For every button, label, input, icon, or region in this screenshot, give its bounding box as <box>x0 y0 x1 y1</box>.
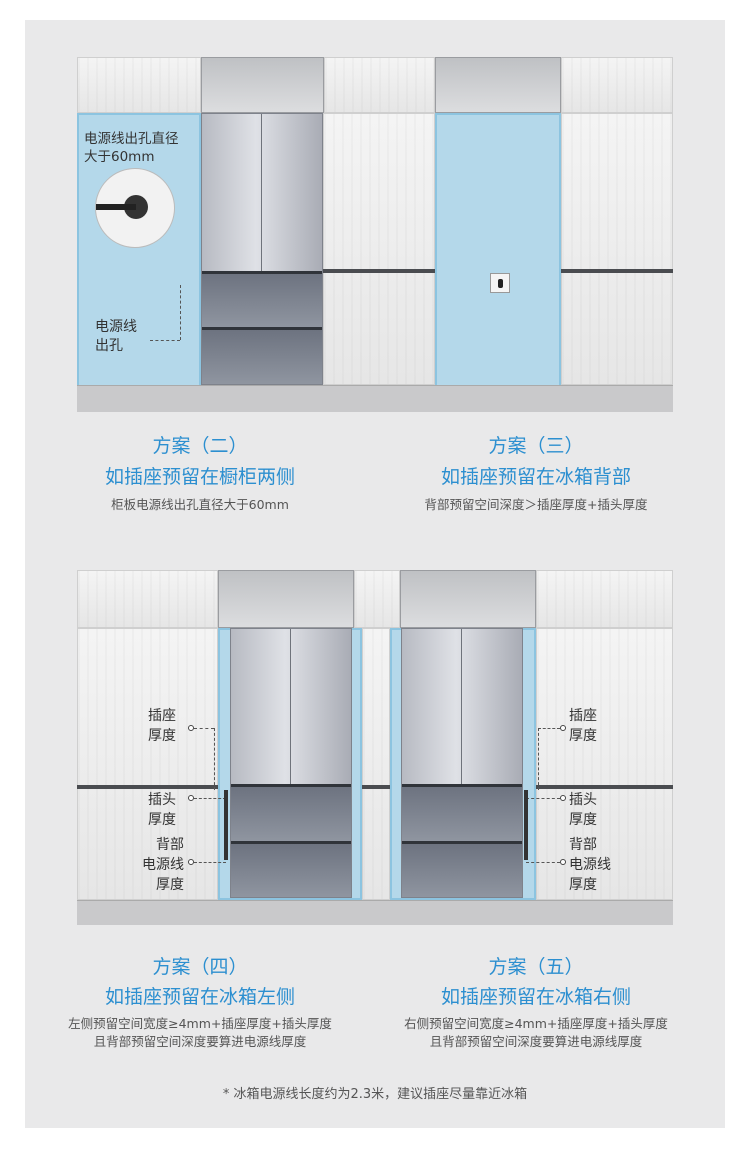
hole-size-label-1: 电源线出孔直径 <box>84 131 179 147</box>
plug-label-1-right: 插头 <box>569 792 597 808</box>
cabinet-side-niche <box>77 113 201 390</box>
plan-5-desc-2: 且背部预留空间深度要算进电源线厚度 <box>429 1034 643 1049</box>
cord-label-1-right: 背部 <box>569 837 597 853</box>
plan-2-title: 方案（二） <box>152 435 248 457</box>
plan-5-title: 方案（五） <box>488 956 584 978</box>
fridge-right <box>401 628 523 898</box>
hole-magnifier <box>95 168 175 248</box>
plug-label-2-right: 厚度 <box>569 812 597 828</box>
plan-3-title: 方案（三） <box>488 435 584 457</box>
socket-label-1-right: 插座 <box>569 708 597 724</box>
cord-label-3: 厚度 <box>156 877 184 893</box>
cord-label-1: 背部 <box>156 837 184 853</box>
fridge <box>201 113 323 385</box>
cord-label-3-right: 厚度 <box>569 877 597 893</box>
plan-4-title: 方案（四） <box>152 956 248 978</box>
plug-label-1: 插头 <box>148 792 176 808</box>
cord-label-2-right: 电源线 <box>569 857 611 873</box>
plan-5-subtitle: 如插座预留在冰箱右侧 <box>440 986 631 1008</box>
scene-plan-4-5: 插座厚度 插头厚度 背部电源线厚度 插座厚度 插头厚度 背部电源线厚度 <box>77 570 673 925</box>
plug-label-2: 厚度 <box>148 812 176 828</box>
plan-3-desc: 背部预留空间深度＞插座厚度+插头厚度 <box>424 497 648 512</box>
hole-label-1: 电源线 <box>95 319 137 335</box>
plan-5-desc-1: 右侧预留空间宽度≥4mm+插座厚度+插头厚度 <box>404 1016 668 1031</box>
socket-label-1: 插座 <box>148 708 176 724</box>
socket-label-2-right: 厚度 <box>569 728 597 744</box>
socket-label-2: 厚度 <box>148 728 176 744</box>
plan-4-desc-1: 左侧预留空间宽度≥4mm+插座厚度+插头厚度 <box>68 1016 332 1031</box>
footnote: * 冰箱电源线长度约为2.3米，建议插座尽量靠近冰箱 <box>222 1087 528 1102</box>
hole-label-2: 出孔 <box>95 338 123 354</box>
hole-size-label-2: 大于60mm <box>84 149 155 165</box>
plan-2-subtitle: 如插座预留在橱柜两侧 <box>104 466 295 488</box>
fridge-left <box>230 628 352 898</box>
cord-label-2: 电源线 <box>142 857 184 873</box>
plan-4-subtitle: 如插座预留在冰箱左侧 <box>104 986 295 1008</box>
scene-plan-2-3: 电源线出孔直径 大于60mm 电源线 出孔 <box>0 0 750 420</box>
plan-4-desc-2: 且背部预留空间深度要算进电源线厚度 <box>93 1034 307 1049</box>
rear-niche <box>435 113 561 390</box>
plan-2-desc: 柜板电源线出孔直径大于60mm <box>111 497 289 512</box>
plan-3-subtitle: 如插座预留在冰箱背部 <box>440 466 631 488</box>
socket-icon <box>490 273 510 293</box>
